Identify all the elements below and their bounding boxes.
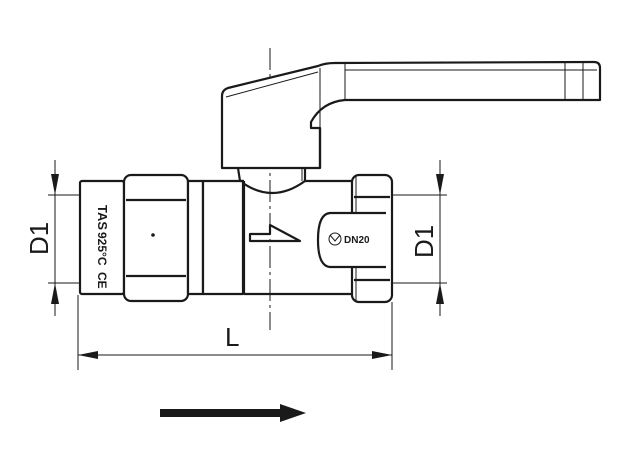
left-hex-nut	[122, 173, 190, 303]
d1-left-label: D1	[24, 222, 54, 255]
d1-right-label: D1	[409, 225, 439, 258]
lever-handle	[220, 60, 602, 170]
flow-direction-arrow	[160, 404, 306, 422]
dimension-d1-right: D1	[392, 160, 447, 316]
valve-logo-icon	[328, 232, 342, 246]
marking-pocket	[316, 211, 386, 269]
end-cap: TAS 925°C CE	[78, 179, 126, 296]
dimension-length: L	[77, 295, 393, 370]
temperature-marking: 925°C	[95, 232, 109, 266]
nominal-size-label: DN20	[344, 235, 370, 246]
valve-body: DN20	[186, 179, 386, 296]
ce-marking: CE	[95, 272, 109, 289]
dimension-d1-left: D1	[24, 160, 80, 316]
length-label: L	[225, 322, 239, 352]
flow-direction-mark	[248, 223, 302, 243]
brand-marking: TAS	[95, 205, 110, 230]
valve-stem	[236, 167, 307, 194]
